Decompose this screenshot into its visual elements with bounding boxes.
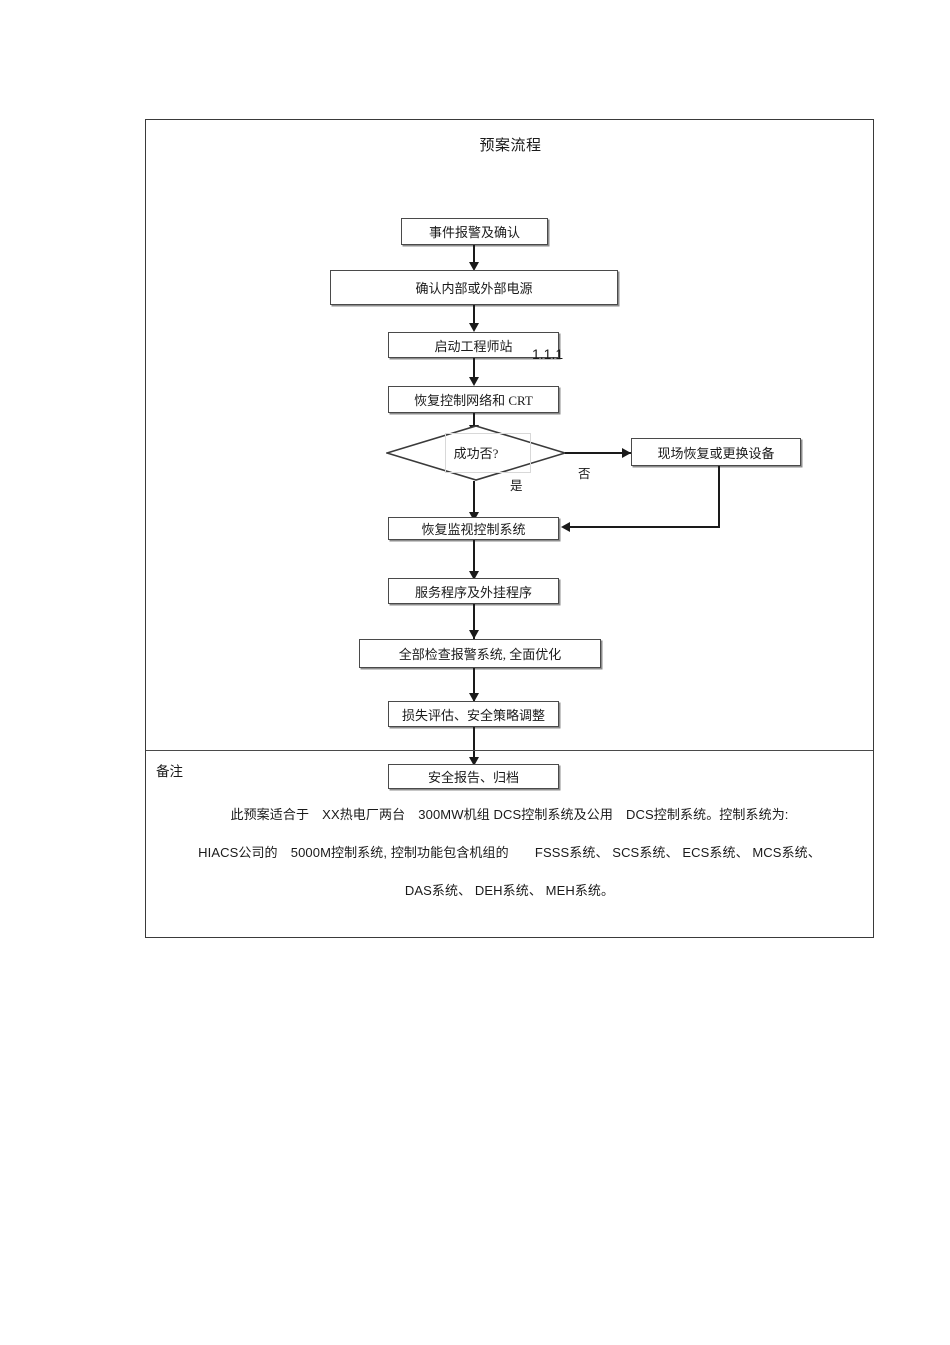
diamond-shape: [386, 425, 566, 481]
connector-service-to-check-alarm: [473, 604, 475, 639]
connector-restore-monitor-to-service: [473, 540, 475, 580]
flow-node-service-and-plugin-programs[interactable]: 服务程序及外挂程序: [388, 578, 559, 604]
arrowhead-loss-assessment-to-safety-report: [468, 757, 479, 766]
arrowhead-2-to-3: [468, 323, 479, 332]
connector-1-to-2: [473, 245, 475, 265]
decision-text-container: [445, 433, 531, 473]
arrowhead-decision-to-onsite: [622, 447, 631, 458]
branch-label-no: 否: [578, 467, 591, 481]
connector-2-to-3: [473, 305, 475, 328]
flow-node-restore-network-crt[interactable]: 恢复控制网络和 CRT: [388, 386, 559, 413]
flow-node-start-engineer-station[interactable]: 启动工程师站: [388, 332, 559, 358]
branch-label-yes: 是: [510, 479, 523, 493]
arrowhead-decision-to-restore-monitor: [468, 512, 479, 521]
flow-node-confirm-power-source[interactable]: 确认内部或外部电源: [330, 270, 618, 305]
connector-4-to-decision: [473, 413, 475, 429]
remarks-label: 备注: [156, 764, 183, 779]
flow-node-safety-report-archive[interactable]: 安全报告、归档: [388, 764, 559, 789]
page-title: 预案流程: [479, 138, 542, 154]
remarks-divider: [146, 750, 873, 752]
flow-node-loss-assessment-policy-adjust[interactable]: 损失评估、安全策略调整: [388, 701, 559, 727]
connector-3-to-4: [473, 358, 475, 382]
flow-node-check-alarm-system-optimize[interactable]: 全部检查报警系统, 全面优化: [359, 639, 601, 668]
flow-node-restore-monitor-control[interactable]: 恢复监视控制系统: [388, 517, 559, 540]
arrowhead-onsite-back-to-restore-monitor: [561, 521, 570, 532]
arrowhead-check-alarm-to-loss-assessment: [468, 693, 479, 702]
arrowhead-service-to-check-alarm: [468, 630, 479, 639]
flow-node-event-alarm-confirm[interactable]: 事件报警及确认: [401, 218, 548, 245]
connector-onsite-down: [718, 466, 720, 528]
arrowhead-1-to-2: [468, 262, 479, 271]
arrowhead-restore-monitor-to-service: [468, 571, 479, 580]
flow-node-onsite-repair-replace[interactable]: 现场恢复或更换设备: [631, 438, 801, 466]
connector-decision-to-restore-monitor: [473, 481, 475, 521]
decision-label: 成功否?: [453, 446, 499, 461]
connector-loss-assessment-to-safety-report: [473, 727, 475, 766]
remarks-text-line-1: 此预案适合于 XX热电厂两台 300MW机组 DCS控制系统及公用 DCS控制系…: [230, 807, 789, 822]
section-number-label: 1.1.1: [532, 346, 564, 362]
connector-onsite-back-to-restore-monitor: [570, 526, 720, 528]
arrowhead-3-to-4: [468, 377, 479, 386]
connector-check-alarm-to-loss-assessment: [473, 668, 475, 702]
flowchart-document-frame: 预案流程 事件报警及确认 确认内部或外部电源 启动工程师站 1.1.1 恢复控制…: [145, 119, 874, 938]
flow-node-decision-success[interactable]: 成功否?: [386, 425, 566, 481]
remarks-text-line-2: HIACS公司的 5000M控制系统, 控制功能包含机组的 FSSS系统、 SC…: [198, 845, 821, 860]
remarks-text-line-3: DAS系统、 DEH系统、 MEH系统。: [404, 883, 615, 898]
connector-decision-to-onsite: [565, 452, 631, 454]
